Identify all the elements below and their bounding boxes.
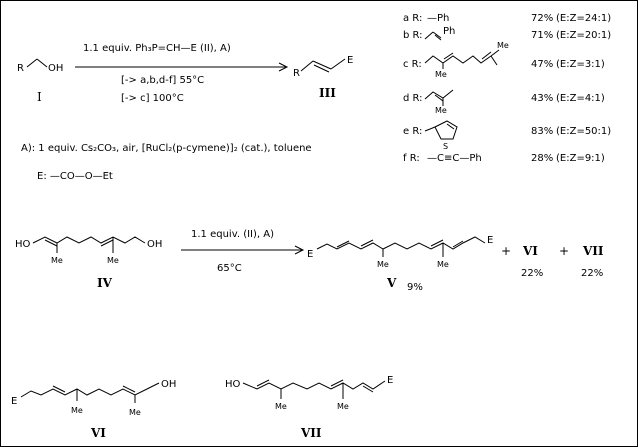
reagent-line-1: 1.1 equiv. Ph₃P=CH—E (II), A) (83, 43, 231, 54)
vii-ho-label: HO (225, 379, 241, 390)
product-VI-ref: VI (522, 244, 538, 258)
product-e-label: E (347, 55, 353, 66)
reactant-IV: HO Me Me OH IV (15, 236, 162, 290)
compound-V-label: V (386, 276, 397, 290)
structure-VI: E Me Me OH VI (11, 379, 176, 440)
v-e-right: E (487, 235, 493, 246)
iv-me-2: Me (107, 256, 119, 265)
reactant-r-label: R (17, 63, 24, 74)
sub-c-ratio: (E:Z=3:1) (556, 59, 605, 70)
condition-line-1: [-> a,b,d-f] 55°C (121, 75, 204, 86)
sub-c-me: Me (435, 70, 447, 79)
substituent-a: a R: —Ph 72% (E:Z=24:1) (403, 13, 611, 24)
substituent-b: b R: Ph 71% (E:Z=20:1) (403, 26, 611, 41)
sub-b-yield: 71% (531, 30, 553, 41)
sub-d-yield: 43% (531, 93, 553, 104)
vi-e-label: E (11, 396, 17, 407)
plus-sign-1: + (501, 244, 511, 258)
substituent-e: e R: S 83% (E:Z=50:1) (403, 120, 611, 151)
sub-a-ratio: (E:Z=24:1) (556, 13, 611, 24)
compound-VII-label: VII (300, 426, 322, 440)
iv-oh-label: OH (147, 239, 162, 250)
compound-IV-label: IV (97, 276, 113, 290)
compound-V-yield: 9% (407, 282, 423, 293)
sub-b-group: Ph (443, 26, 455, 37)
v-me-1: Me (377, 260, 389, 269)
substituent-c: c R: Me Me 47% (E:Z=3:1) (403, 41, 605, 79)
product-VII-yield: 22% (581, 268, 603, 279)
vi-me-1: Me (71, 406, 83, 415)
v-e-left: E (307, 249, 313, 260)
product-V: E Me Me E V 9% (307, 235, 493, 293)
product-VI-yield: 22% (521, 268, 543, 279)
reactant-oh-label: OH (48, 63, 63, 74)
sub-f-label: f R: (403, 153, 420, 164)
sub-e-ratio: (E:Z=50:1) (556, 126, 611, 137)
temperature-label: 65°C (217, 263, 242, 274)
sub-f-yield: 28% (531, 153, 553, 164)
product-VII-ref: VII (582, 244, 604, 258)
arrow-scheme-1: 1.1 equiv. Ph₃P=CH—E (II), A) [-> a,b,d-… (75, 43, 289, 104)
reagent-line-2: 1.1 equiv. (II), A) (191, 229, 274, 240)
product-r-label: R (293, 68, 300, 79)
sub-d-label: d R: (403, 93, 423, 104)
sub-f-ratio: (E:Z=9:1) (556, 153, 605, 164)
compound-III-label: III (319, 86, 336, 100)
sub-d-ratio: (E:Z=4:1) (556, 93, 605, 104)
compound-I-label: I (37, 90, 42, 104)
sub-e-label: e R: (403, 126, 422, 137)
substituent-d: d R: Me 43% (E:Z=4:1) (403, 89, 605, 115)
v-me-2: Me (437, 260, 449, 269)
sub-b-ratio: (E:Z=20:1) (556, 30, 611, 41)
vii-e-label: E (387, 375, 393, 386)
sub-a-yield: 72% (531, 13, 553, 24)
structure-VII: HO Me Me E VII (225, 375, 393, 440)
sub-e-yield: 83% (531, 126, 553, 137)
sub-c-me-2: Me (497, 41, 509, 50)
sub-a-group: —Ph (427, 13, 449, 24)
substituent-f: f R: —C≡C—Ph 28% (E:Z=9:1) (403, 153, 605, 164)
arrow-scheme-2: 1.1 equiv. (II), A) 65°C (181, 229, 305, 274)
sub-e-sulfur: S (443, 142, 448, 151)
iv-ho-label: HO (15, 239, 31, 250)
plus-sign-2: + (559, 244, 569, 258)
e-definition: E: —CO—O—Et (37, 171, 113, 182)
vii-me-1: Me (275, 402, 287, 411)
compound-VI-label: VI (90, 426, 106, 440)
conditions-note: A): 1 equiv. Cs₂CO₃, air, [RuCl₂(p-cymen… (21, 143, 312, 154)
sub-c-yield: 47% (531, 59, 553, 70)
product-III: R E III (293, 55, 353, 100)
reactant-I: R OH I (17, 58, 63, 104)
vi-oh-label: OH (161, 379, 176, 390)
vii-me-2: Me (337, 402, 349, 411)
vi-me-2: Me (129, 408, 141, 417)
substituent-list: a R: —Ph 72% (E:Z=24:1) b R: Ph 71% (E:Z… (403, 13, 611, 164)
sub-b-label: b R: (403, 30, 423, 41)
sub-d-me: Me (435, 106, 447, 115)
sub-a-label: a R: (403, 13, 422, 24)
sub-f-group: —C≡C—Ph (427, 153, 482, 164)
sub-c-label: c R: (403, 59, 422, 70)
iv-me-1: Me (51, 256, 63, 265)
condition-line-2: [-> c] 100°C (121, 93, 184, 104)
